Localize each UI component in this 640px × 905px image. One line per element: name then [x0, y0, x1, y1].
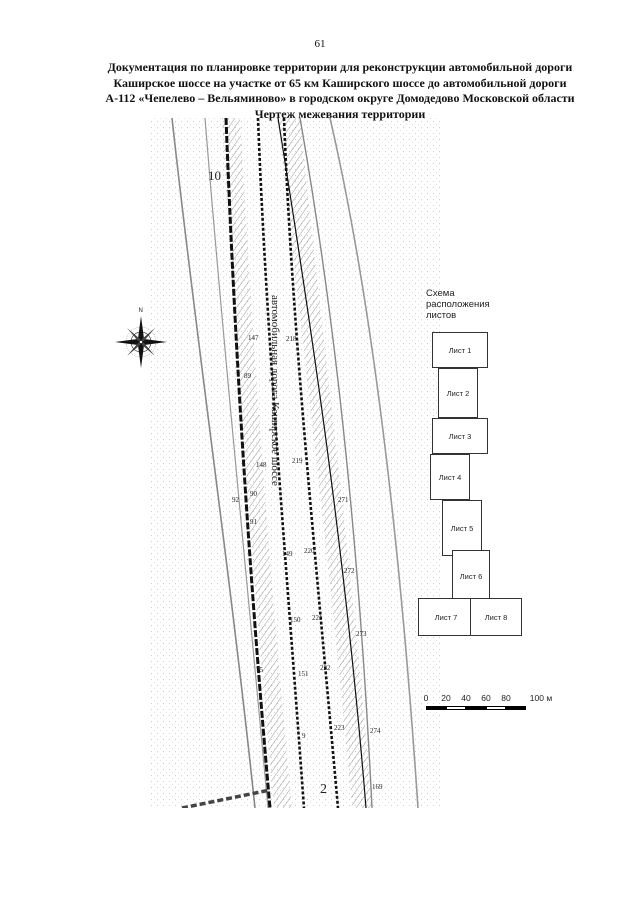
label-219: 219: [292, 457, 303, 465]
label-92: 92: [232, 496, 240, 504]
sheet-8: Лист 8: [470, 598, 522, 636]
terrain-area: [150, 118, 440, 808]
label-9: 9: [302, 732, 306, 740]
sheet-7: Лист 7: [418, 598, 474, 636]
red-line-4: [277, 118, 367, 808]
title-line-3: А-112 «Чепелево – Вельяминово» в городск…: [105, 91, 575, 105]
title-line-4: Чертеж межевания территории: [254, 106, 426, 121]
label-89: 89: [244, 372, 252, 380]
sheet-1: Лист 1: [432, 332, 488, 368]
road-hatch-right: [278, 118, 372, 808]
red-line-1: [224, 118, 272, 808]
sheet-4: Лист 4: [430, 454, 470, 500]
scale-bar: [426, 706, 526, 710]
document-title: Документация по планировке территории дл…: [60, 60, 620, 122]
scale-label-100: 100 м: [529, 693, 553, 703]
label-10: 10: [208, 168, 221, 183]
scheme-title-line-3: листов: [426, 310, 457, 321]
compass-rose-icon: N: [115, 308, 167, 368]
label-221: 221: [312, 614, 323, 622]
sheet-6: Лист 6: [452, 550, 490, 602]
scale-label-0: 0: [423, 693, 429, 703]
scale-label-40: 40: [461, 693, 471, 703]
label-222: 222: [320, 664, 331, 672]
scale-label-20: 20: [441, 693, 451, 703]
label-220: 220: [304, 547, 315, 555]
label-274: 274: [370, 727, 381, 735]
label-75: 75: [256, 666, 264, 674]
label-148: 148: [256, 461, 267, 469]
scheme-title-line-2: расположения: [426, 299, 490, 310]
label-2: 2: [320, 782, 327, 797]
title-line-1: Документация по планировке территории дл…: [107, 60, 573, 74]
boundary-line-3: [299, 118, 373, 808]
title-line-2: Каширское шоссе на участке от 65 км Каши…: [113, 75, 567, 90]
label-151: 151: [298, 670, 309, 678]
label-271: 271: [338, 496, 349, 504]
label-169: 169: [372, 783, 383, 791]
label-149: 149: [282, 550, 293, 558]
label-223: 223: [334, 724, 345, 732]
boundary-line-2: [204, 118, 269, 808]
scheme-title-line-1: Схема: [426, 288, 455, 299]
label-150: 150: [290, 616, 301, 624]
road-label: автомобильная дорога Каширское шоссе: [269, 295, 281, 486]
label-90: 90: [250, 490, 258, 498]
red-line-3: [282, 118, 340, 808]
label-273: 273: [356, 630, 367, 638]
north-label: N: [139, 308, 143, 314]
page-number: 61: [314, 38, 326, 50]
red-line-2: [256, 118, 306, 808]
sheet-2: Лист 2: [438, 368, 478, 418]
scale-label-80: 80: [501, 693, 511, 703]
label-218: 218: [286, 335, 297, 343]
connector-line: [181, 788, 271, 808]
boundary-line-4: [329, 118, 419, 808]
boundary-line-1: [171, 118, 256, 808]
label-91: 91: [250, 518, 258, 526]
sheet-3: Лист 3: [432, 418, 488, 454]
label-272: 272: [344, 567, 355, 575]
sheet-5: Лист 5: [442, 500, 482, 556]
road-hatch-left: [222, 118, 292, 808]
scheme-title: Схема расположения листов: [426, 288, 490, 321]
label-147: 147: [248, 334, 259, 342]
scale-label-60: 60: [481, 693, 491, 703]
